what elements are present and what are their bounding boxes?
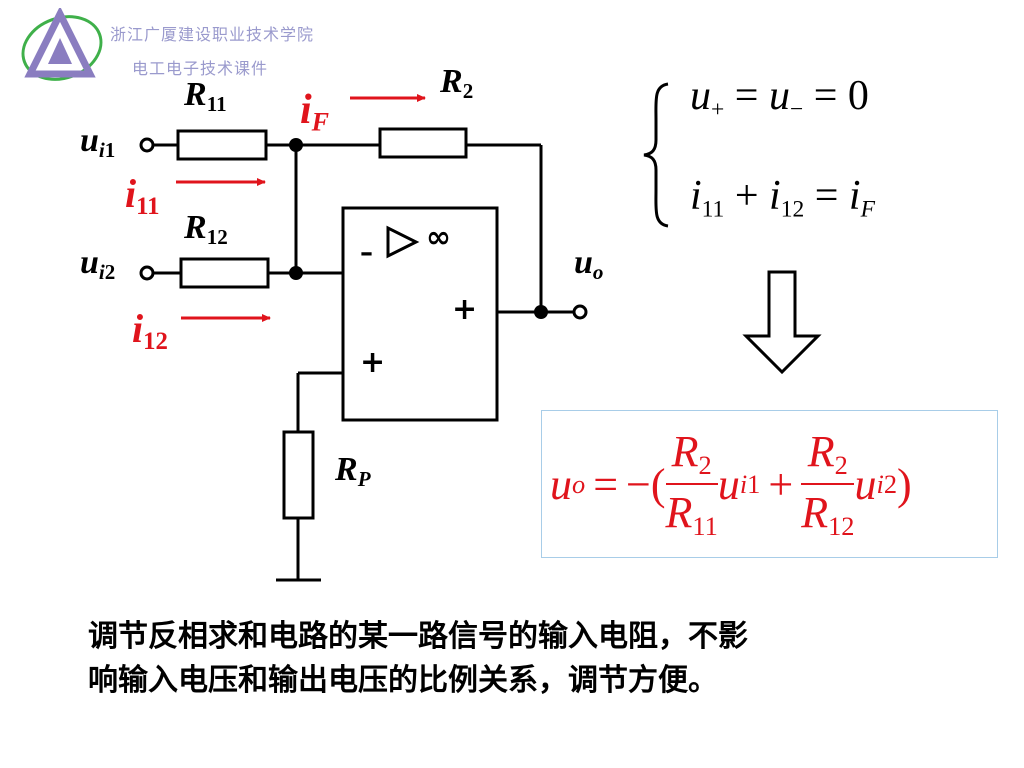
i11-label: i11 <box>125 171 160 220</box>
ui2-terminal <box>139 265 155 281</box>
fraction-2: R2 R12 <box>801 427 855 541</box>
r12-resistor <box>179 257 270 289</box>
ui1-terminal <box>139 137 155 153</box>
uo-terminal <box>572 304 588 320</box>
opamp-output-plus: + <box>452 292 478 327</box>
i12-label: i12 <box>132 306 168 355</box>
caption-line-1: 调节反相求和电路的某一路信号的输入电阻，不影 <box>88 619 748 654</box>
ui2-label: ui2 <box>80 244 116 284</box>
circuit-diagram <box>139 94 588 582</box>
junction-out <box>534 305 548 319</box>
header-school: 浙江广厦建设职业技术学院 <box>110 25 315 44</box>
rp-resistor <box>282 430 315 520</box>
uo-label: uo <box>574 244 604 284</box>
opamp-noninverting-sign: + <box>360 345 386 380</box>
r11-resistor <box>176 129 268 161</box>
equation-line-1: u+ = u− = 0 <box>690 73 869 123</box>
r2-resistor <box>378 127 468 159</box>
header-course: 电工电子技术课件 <box>132 59 269 78</box>
junction-mid <box>289 266 303 280</box>
r12-label: R12 <box>184 209 228 249</box>
equation-line-2: i11 + i12 = iF <box>690 173 875 223</box>
fraction-1: R2 R11 <box>665 427 718 541</box>
result-formula-box <box>541 410 998 558</box>
opamp-infinity-sign: ∞ <box>426 220 451 255</box>
rp-label: RP <box>335 451 371 491</box>
opamp-triangle <box>386 225 420 259</box>
caption-line-2: 响输入电压和输出电压的比例关系，调节方便。 <box>88 663 718 698</box>
equation-brace <box>643 82 669 228</box>
iF-label: iF <box>300 87 330 137</box>
school-logo <box>21 8 103 81</box>
junction-top <box>289 138 303 152</box>
opamp-inverting-sign: – <box>360 238 373 268</box>
r2-label: R2 <box>440 63 474 103</box>
ui1-label: ui1 <box>80 122 116 162</box>
r11-label: R11 <box>184 76 227 116</box>
opamp-body <box>341 206 499 422</box>
implies-arrow-icon <box>742 270 822 375</box>
